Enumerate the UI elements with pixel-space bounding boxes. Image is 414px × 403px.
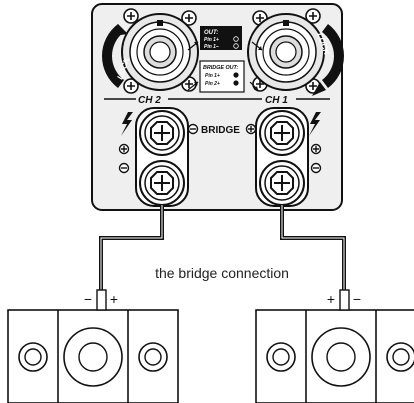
out-pin-negative: Pin 1– bbox=[204, 44, 219, 50]
speaker-cabinet-left bbox=[7, 289, 179, 403]
lock-arrow-right-icon bbox=[312, 24, 344, 96]
out-title: OUT: bbox=[204, 30, 218, 36]
speaker-cabinet-right bbox=[255, 289, 414, 403]
bridge-wire-right bbox=[280, 205, 346, 292]
binding-post-ch2-positive[interactable] bbox=[139, 110, 185, 156]
speaker-right-plus: + bbox=[327, 291, 335, 307]
lightning-icon bbox=[121, 112, 133, 136]
binding-post-ch1-negative[interactable] bbox=[259, 160, 305, 206]
out-info-box: OUT: Pin 1+ Pin 1– bbox=[200, 26, 242, 50]
plus-marker-icon bbox=[118, 143, 130, 155]
speaker-left-plus: + bbox=[110, 291, 118, 307]
bridge-minus-icon bbox=[187, 123, 199, 135]
bridge-connection-caption: the bridge connection bbox=[155, 265, 289, 281]
bridge-label: BRIDGE bbox=[201, 125, 240, 136]
bridge-plus-icon bbox=[245, 123, 257, 135]
bridge-out-info-box: BRIDGE OUT: Pin 1+ Pin 2+ bbox=[199, 60, 245, 93]
speaker-right-minus: − bbox=[353, 291, 361, 307]
speakon-connector-ch2[interactable] bbox=[121, 13, 199, 91]
speakon-connector-ch1[interactable] bbox=[247, 13, 325, 91]
bridge-pin-negative: Pin 2+ bbox=[205, 81, 220, 87]
binding-post-ch2-negative[interactable] bbox=[139, 160, 185, 206]
minus-marker-icon bbox=[310, 162, 322, 174]
bridge-wire-left bbox=[99, 205, 164, 292]
ch1-label: CH 1 bbox=[265, 95, 288, 106]
screw-icon bbox=[123, 8, 139, 24]
pointer-arrow-icon bbox=[187, 41, 263, 91]
speaker-left-minus: − bbox=[84, 291, 92, 307]
plus-marker-icon bbox=[310, 143, 322, 155]
bridge-pin-positive: Pin 1+ bbox=[205, 73, 220, 79]
lock-arrow-left-icon bbox=[101, 24, 128, 88]
minus-marker-icon bbox=[118, 162, 130, 174]
bridge-out-title: BRIDGE OUT: bbox=[203, 65, 238, 71]
lightning-icon bbox=[309, 112, 321, 136]
ch2-label: CH 2 bbox=[138, 95, 161, 106]
out-pin-positive: Pin 1+ bbox=[204, 37, 219, 43]
binding-post-ch1-positive[interactable] bbox=[259, 110, 305, 156]
